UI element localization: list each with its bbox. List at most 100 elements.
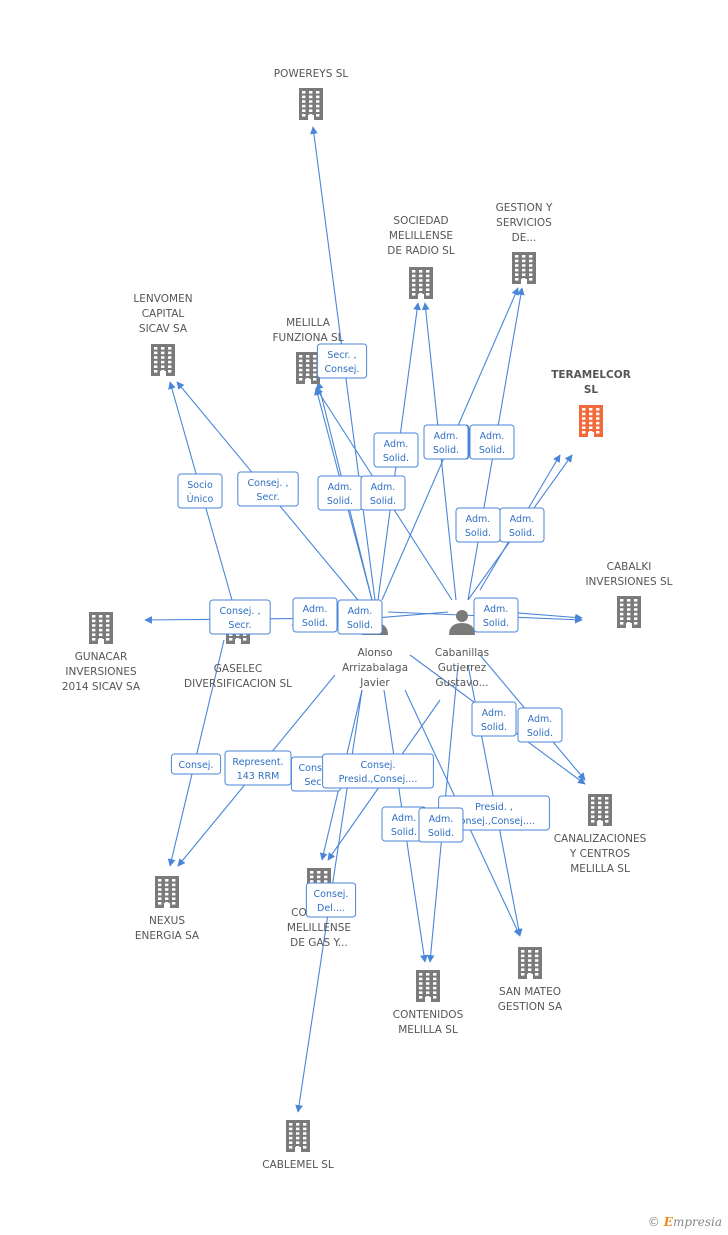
edge-label: Consej. (170, 753, 222, 775)
edge-label-line: Consej.,Consej.... (453, 816, 535, 827)
node-label-line: MELILLENSE (287, 922, 351, 934)
node-sociedad[interactable]: SOCIEDAD MELILLENSE DE RADIO SL (387, 215, 455, 299)
node-label-line: POWEREYS SL (274, 68, 349, 80)
edge-label-line: Adm. (484, 604, 509, 615)
node-cabanillas[interactable]: CabanillasGutierrezGustavo... (435, 610, 489, 689)
edge-label-line: Solid. (481, 722, 507, 733)
node-label-line: Javier (359, 677, 390, 689)
edge-label-line: Adm. (466, 514, 491, 525)
node-label-line: FUNZIONA SL (272, 332, 343, 344)
edge-label-line: Solid. (509, 528, 535, 539)
node-label-line: CONTENIDOS (393, 1009, 464, 1021)
node-label-line: Gustavo... (435, 677, 488, 689)
edge-label-line: Adm. (528, 714, 553, 725)
node-label-line: INVERSIONES (65, 666, 137, 678)
edge-label: Adm. Solid. (499, 507, 545, 543)
edge-label-line: Represent. (232, 757, 283, 768)
node-lenvomen[interactable]: LENVOMEN CAPITAL SICAV SA (133, 293, 193, 376)
edge-label-line: Secr. (228, 620, 251, 631)
edge-label: Adm. Solid. (337, 599, 383, 635)
building-icon (617, 596, 641, 628)
node-label-line: CABLEMEL SL (262, 1159, 334, 1171)
node-label-line: MELILLENSE (389, 230, 453, 242)
edge-label-line: Adm. (328, 482, 353, 493)
edge-label: Adm. Solid. (373, 432, 419, 468)
edge-label-line: Del.... (317, 903, 345, 914)
edge-label-line: Consej. (314, 889, 349, 900)
edge-label-line: Presid.,Consej.... (339, 774, 418, 785)
building-icon (155, 876, 179, 908)
edge-label-line: Adm. (384, 439, 409, 450)
edge-label: Adm.Solid. (360, 475, 406, 511)
edge-label-line: Secr. (304, 777, 327, 788)
node-label-line: SICAV SA (139, 323, 188, 335)
edge-label-line: Consej. (361, 760, 396, 771)
node-label-line: CAPITAL (142, 308, 185, 320)
edge-label: Consej. , Secr. (209, 599, 271, 635)
node-contenidos[interactable]: CONTENIDOS MELILLA SL (393, 970, 464, 1036)
node-label-line: ENERGIA SA (135, 930, 200, 942)
node-label-line: SOCIEDAD (393, 215, 448, 227)
node-label-line: DE... (512, 232, 537, 244)
edge-label-line: Solid. (428, 828, 454, 839)
edge-label-line: Adm. (348, 606, 373, 617)
edge-label-line: Adm. (371, 482, 396, 493)
node-label-line: Y CENTROS (569, 848, 631, 860)
edge-label-line: Adm. (434, 431, 459, 442)
edge-label-line: Solid. (391, 827, 417, 838)
edge-label-line: Secr. (256, 492, 279, 503)
copyright-symbol: © (647, 1215, 660, 1229)
node-label-line: SL (584, 384, 599, 396)
footer-brand[interactable]: ©Empresia (648, 1215, 722, 1229)
node-label-line: Gutierrez (438, 662, 487, 674)
edge-label-line: Solid. (347, 620, 373, 631)
node-label-line: Arrizabalaga (342, 662, 408, 674)
edge-label-line: Consej. (325, 364, 360, 375)
edge-label: Adm. Solid. (517, 707, 563, 743)
brand-name: mpresia (672, 1215, 722, 1229)
node-label-line: LENVOMEN (133, 293, 192, 305)
edge-label-line: Consej. (179, 760, 214, 771)
edge-label-line: Adm. (480, 431, 505, 442)
edge-label-line: Solid. (479, 445, 505, 456)
edge-label-line: Adm. (392, 813, 417, 824)
edge-label-line: Adm. (482, 708, 507, 719)
building-icon (89, 612, 113, 644)
edge-label: Adm.Solid. (473, 597, 519, 633)
edge-gaselec-nexus (167, 639, 225, 867)
edge-label-line: Consej. , (248, 478, 289, 489)
node-gestion[interactable]: GESTION YSERVICIOSDE... (496, 202, 553, 284)
node-cablemel[interactable]: CABLEMEL SL (262, 1120, 334, 1171)
node-label-line: DE RADIO SL (387, 245, 455, 257)
edge-label: Adm.Solid. (292, 597, 338, 633)
node-label-line: MELILLA SL (398, 1024, 458, 1036)
person-icon (449, 610, 475, 635)
building-icon (299, 88, 323, 120)
edge-label-line: Solid. (383, 453, 409, 464)
edge-label: Consej. Del.... (305, 882, 357, 918)
node-label-line: DE GAS Y... (290, 937, 348, 949)
edge-label-line: Consej. , (220, 606, 261, 617)
edge-label-line: Solid. (433, 445, 459, 456)
edge-label-line: Adm. (510, 514, 535, 525)
node-label-line: GESTION Y (496, 202, 553, 214)
edge-label-line: Secr. , (327, 350, 356, 361)
edge-label: Consej. Presid.,Consej.... (322, 753, 434, 789)
building-icon (296, 352, 320, 384)
building-icon (588, 794, 612, 826)
edge-label-line: Solid. (527, 728, 553, 739)
node-powereys[interactable]: POWEREYS SL (274, 68, 349, 120)
node-label-line: GASELEC (214, 663, 262, 675)
building-icon (151, 344, 175, 376)
building-icon (512, 252, 536, 284)
edge-label-line: Consej. (299, 763, 334, 774)
edge-labels-layer: Secr. ,Consej.Adm.Solid.Adm.Solid.Consej… (170, 343, 563, 918)
